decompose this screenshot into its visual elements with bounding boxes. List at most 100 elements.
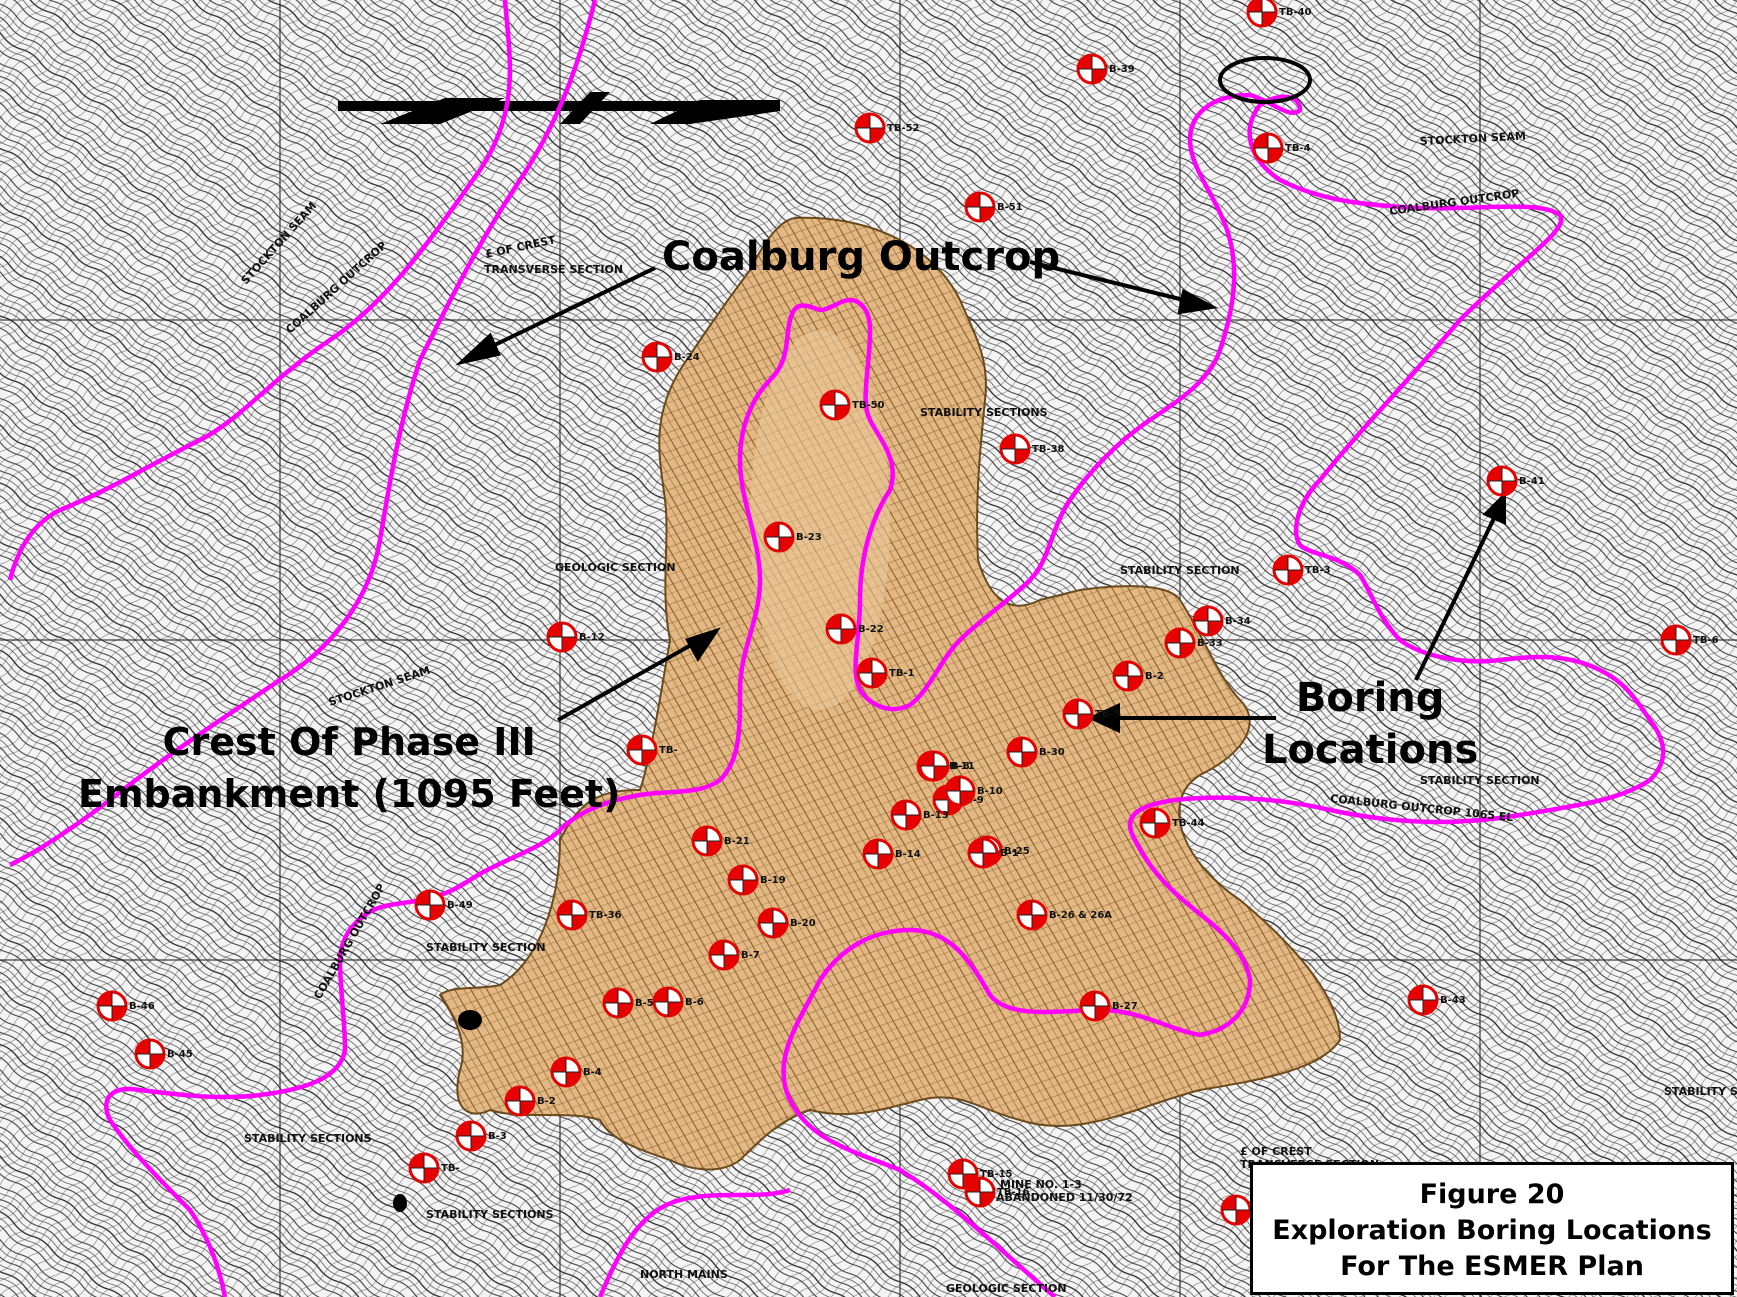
boring-marker-quadrant [980, 1192, 994, 1206]
boring-marker: B-13 [890, 799, 949, 831]
boring-marker-quadrant [1248, 0, 1262, 12]
boring-marker: TB-6 [1660, 624, 1719, 656]
boring-label: TB-38 [1032, 444, 1065, 455]
boring-marker-quadrant [934, 786, 948, 800]
boring-marker-quadrant [779, 537, 793, 551]
figure-title-box: Figure 20 Exploration Boring Locations F… [1250, 1162, 1734, 1295]
boring-marker-quadrant [566, 1072, 580, 1086]
boring-marker-quadrant [773, 923, 787, 937]
map-label: STABILITY SECTION [1120, 564, 1240, 577]
boring-marker-quadrant [1032, 915, 1046, 929]
boring-marker: B-23 [763, 521, 822, 553]
boring-label: B-49 [447, 900, 473, 911]
boring-marker: TB-38 [999, 433, 1065, 465]
boring-label: TB-40 [1279, 7, 1312, 18]
boring-marker-quadrant [410, 1154, 424, 1168]
boring-marker-quadrant [707, 841, 721, 855]
boring-marker-quadrant [1141, 809, 1155, 823]
boring-marker-quadrant [1502, 481, 1516, 495]
boring-marker-quadrant [1488, 467, 1502, 481]
boring-marker-quadrant [562, 637, 576, 651]
boring-marker: B-43 [1407, 984, 1466, 1016]
boring-marker-quadrant [558, 901, 572, 915]
map-label: STABILITY SECTIONS [920, 406, 1048, 419]
map-label: STABILITY SECTION [1420, 774, 1540, 787]
boring-marker-quadrant [872, 673, 886, 687]
annotation-ellipse [1218, 56, 1312, 104]
boring-marker-quadrant [743, 880, 757, 894]
boring-label: B-14 [895, 849, 921, 860]
boring-marker-quadrant [98, 992, 112, 1006]
figure-number: Figure 20 [1419, 1179, 1565, 1210]
boring-marker-quadrant [841, 629, 855, 643]
boring-marker-quadrant [1001, 435, 1015, 449]
boring-label: B-8 [951, 761, 970, 772]
map-label: STABILITY SECTIONS [426, 1208, 554, 1221]
boring-marker-quadrant [1254, 134, 1268, 148]
boring-marker-quadrant [150, 1054, 164, 1068]
map-label: STABILITY SEC [1664, 1085, 1737, 1098]
boring-marker: TB-16 [964, 1176, 1030, 1208]
boring-marker: TB-3 [1272, 554, 1331, 586]
boring-label: B-11 [949, 761, 975, 772]
boring-marker-quadrant [892, 801, 906, 815]
boring-marker-quadrant [1015, 449, 1029, 463]
embankment-hatch [440, 217, 1340, 1170]
boring-marker-quadrant [1092, 69, 1106, 83]
boring-marker: TB- [408, 1152, 460, 1184]
boring-marker-quadrant [856, 114, 870, 128]
boring-locations-callout: Boring Locations [1262, 672, 1478, 776]
boring-marker-quadrant [668, 1002, 682, 1016]
boring-marker: TB- [626, 734, 678, 766]
boring-marker-quadrant [821, 391, 835, 405]
boring-marker: TB-5 [1062, 698, 1121, 730]
boring-marker-quadrant [471, 1136, 485, 1150]
boring-marker-quadrant [724, 955, 738, 969]
boring-marker: B-3 [455, 1120, 507, 1152]
boring-marker: TB-36 [556, 899, 622, 931]
boring-label: B-43 [1440, 995, 1466, 1006]
boring-marker-quadrant [1095, 1006, 1109, 1020]
figure-title-line1: Exploration Boring Locations [1272, 1215, 1712, 1246]
boring-marker-quadrant [628, 736, 642, 750]
boring-label: TB-4 [1285, 143, 1311, 154]
boring-marker: B-51 [964, 191, 1023, 223]
boring-marker-quadrant [864, 840, 878, 854]
boring-marker-quadrant [1274, 556, 1288, 570]
boring-marker-quadrant [1078, 714, 1092, 728]
boring-marker-quadrant [1662, 626, 1676, 640]
boring-marker-quadrant [1008, 738, 1022, 752]
boring-label: TB-52 [887, 123, 920, 134]
boring-label: TB-16 [997, 1187, 1030, 1198]
boring-marker-quadrant [457, 1122, 471, 1136]
boring-marker: TB-1 [856, 657, 915, 689]
boring-marker-quadrant [548, 623, 562, 637]
boring-marker-quadrant [1208, 621, 1222, 635]
boring-marker-quadrant [878, 854, 892, 868]
boring-label: TB-1 [889, 668, 915, 679]
boring-marker: B-20 [757, 907, 816, 939]
boring-marker-quadrant [710, 941, 724, 955]
boring-marker-quadrant [1114, 662, 1128, 676]
mine-features [393, 1010, 482, 1212]
boring-marker: B-1 [967, 837, 1019, 869]
boring-marker-quadrant [643, 343, 657, 357]
boring-label: TB- [659, 745, 678, 756]
boring-marker-quadrant [112, 1006, 126, 1020]
boring-marker: B-24 [641, 341, 700, 373]
boring-marker-quadrant [416, 891, 430, 905]
boring-marker-quadrant [604, 989, 618, 1003]
boring-label: B-22 [858, 624, 884, 635]
boring-marker-quadrant [693, 827, 707, 841]
boring-marker: B-2 [504, 1085, 556, 1117]
boring-label: B-6 [685, 997, 704, 1008]
boring-marker-quadrant [729, 866, 743, 880]
boring-label: B-23 [796, 532, 822, 543]
boring-marker-quadrant [920, 752, 934, 766]
boring-marker-quadrant [858, 659, 872, 673]
boring-marker-quadrant [1155, 823, 1169, 837]
map-label: STOCKTON SEAM [1419, 129, 1526, 148]
boring-marker-quadrant [1018, 901, 1032, 915]
boring-label: B-5 [635, 998, 654, 1009]
crest-callout-line1: Crest Of Phase III [162, 720, 536, 764]
